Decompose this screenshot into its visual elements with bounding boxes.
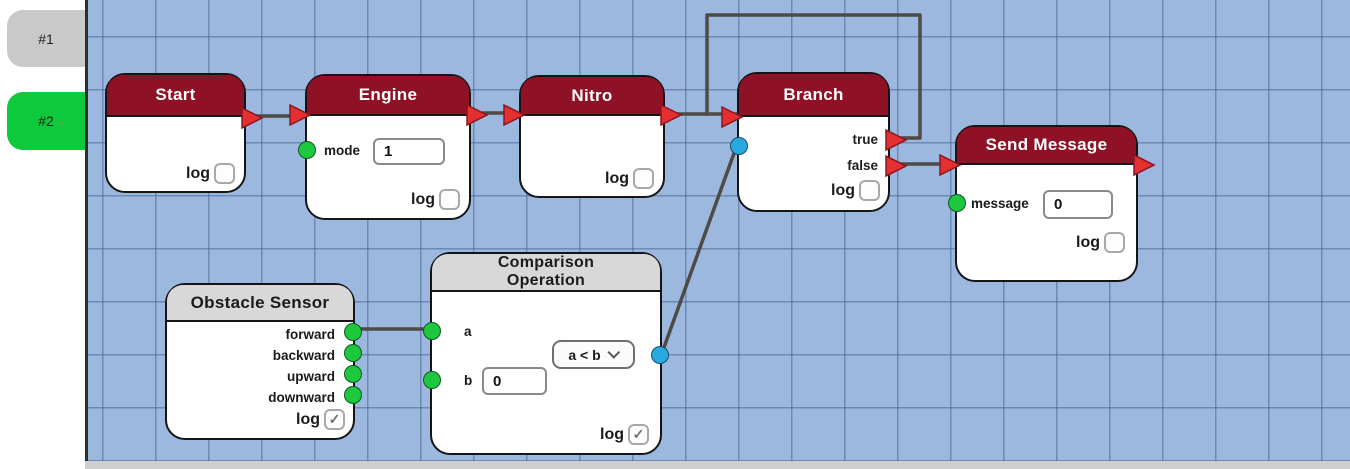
node-obstacle-sensor-title: Obstacle Sensor — [190, 292, 330, 312]
branch-true-label: true — [852, 132, 878, 147]
node-comparison-operation[interactable]: Comparison Operation a a < b b log ✓ — [423, 252, 669, 455]
node-nitro-title: Nitro — [571, 85, 613, 105]
exec-arrow-icon — [503, 103, 526, 127]
exec-arrow-icon — [939, 153, 962, 177]
send-message-message-field[interactable] — [1043, 190, 1113, 219]
node-branch-header: Branch — [739, 74, 888, 117]
send-message-message-label: message — [971, 196, 1029, 211]
node-nitro-header: Nitro — [521, 77, 663, 116]
obstacle-sensor-log-checkbox[interactable]: ✓ — [324, 409, 345, 430]
node-engine-header: Engine — [307, 76, 469, 116]
start-log-label: log — [186, 164, 210, 182]
send-message-exec-output-port[interactable] — [1132, 153, 1156, 177]
node-send-message-header: Send Message — [957, 127, 1136, 165]
engine-exec-input-port[interactable] — [288, 103, 312, 127]
node-engine-title: Engine — [358, 85, 418, 104]
engine-mode-input-port[interactable] — [298, 141, 316, 159]
obstacle-sensor-log-label: log — [296, 410, 320, 428]
exec-arrow-icon — [885, 154, 908, 178]
send-message-exec-input-port[interactable] — [938, 153, 962, 177]
branch-log-label: log — [831, 181, 855, 199]
comparison-a-label: a — [464, 324, 472, 339]
obstacle-sensor-upward-output-port[interactable] — [344, 365, 362, 383]
send-message-log-label: log — [1076, 233, 1100, 251]
engine-log-checkbox[interactable] — [439, 189, 460, 210]
send-message-message-input-port[interactable] — [948, 194, 966, 212]
comparison-operator-value: a < b — [568, 346, 601, 363]
exec-arrow-icon — [289, 103, 312, 127]
branch-false-output-port[interactable] — [884, 154, 908, 178]
exec-arrow-icon — [241, 106, 264, 130]
node-send-message[interactable]: Send Message message log — [939, 125, 1156, 282]
send-message-log-row: log — [1076, 232, 1125, 253]
comparison-b-field[interactable] — [482, 367, 547, 395]
comparison-a-input-port[interactable] — [423, 322, 441, 340]
node-engine[interactable]: Engine mode log — [289, 74, 489, 220]
branch-condition-input-port[interactable] — [730, 137, 748, 155]
branch-false-label: false — [847, 158, 878, 173]
obstacle-sensor-log-row: log ✓ — [296, 409, 345, 430]
branch-log-checkbox[interactable] — [859, 180, 880, 201]
nitro-log-label: log — [605, 169, 629, 187]
node-start-header: Start — [107, 75, 244, 117]
engine-exec-output-port[interactable] — [465, 103, 489, 127]
obstacle-sensor-downward-output-port[interactable] — [344, 386, 362, 404]
exec-arrow-icon — [1133, 153, 1156, 177]
comparison-result-output-port[interactable] — [651, 346, 669, 364]
node-send-message-title: Send Message — [985, 135, 1108, 154]
engine-mode-field[interactable] — [373, 138, 445, 165]
nitro-exec-output-port[interactable] — [659, 103, 683, 127]
nitro-log-checkbox[interactable] — [633, 168, 654, 189]
node-nitro[interactable]: Nitro log — [503, 75, 683, 198]
obstacle-sensor-upward-label: upward — [286, 369, 335, 384]
node-branch[interactable]: Branch true false log — [721, 72, 908, 212]
chevron-down-icon — [607, 346, 620, 359]
branch-log-row: log — [831, 180, 880, 201]
obstacle-sensor-forward-output-port[interactable] — [344, 323, 362, 341]
node-obstacle-sensor-header: Obstacle Sensor — [167, 285, 353, 322]
engine-mode-label: mode — [324, 143, 361, 158]
obstacle-sensor-backward-label: backward — [272, 348, 335, 363]
tab-program-1[interactable]: #1 — [7, 10, 85, 67]
obstacle-sensor-output-list: forward backward upward downward — [167, 324, 353, 408]
branch-true-output-port[interactable] — [884, 128, 908, 152]
tab-program-2-active[interactable]: #2 — [7, 92, 85, 150]
node-comparison-title-line2: Operation — [506, 272, 586, 289]
obstacle-sensor-downward-label: downward — [268, 390, 335, 405]
comparison-log-row: log ✓ — [600, 424, 649, 445]
comparison-b-label: b — [464, 373, 473, 388]
comparison-b-input-port[interactable] — [423, 371, 441, 389]
exec-arrow-icon — [466, 103, 489, 127]
comparison-log-label: log — [600, 425, 624, 443]
node-comparison-title-line1: Comparison — [497, 254, 595, 271]
node-start[interactable]: Start log — [105, 73, 264, 193]
horizontal-scrollbar-track[interactable] — [85, 461, 1350, 469]
nitro-exec-input-port[interactable] — [502, 103, 526, 127]
send-message-log-checkbox[interactable] — [1104, 232, 1125, 253]
comparison-operator-select[interactable]: a < b — [552, 340, 635, 369]
start-log-checkbox[interactable] — [214, 163, 235, 184]
engine-log-row: log — [411, 189, 460, 210]
engine-log-label: log — [411, 190, 435, 208]
obstacle-sensor-backward-output-port[interactable] — [344, 344, 362, 362]
node-comparison-operation-header: Comparison Operation — [432, 254, 660, 292]
program-tabs-sidebar: #1 #2 — [0, 0, 85, 469]
comparison-log-checkbox[interactable]: ✓ — [628, 424, 649, 445]
node-branch-title: Branch — [783, 84, 844, 104]
start-exec-output-port[interactable] — [240, 106, 264, 130]
nitro-log-row: log — [605, 168, 654, 189]
exec-arrow-icon — [660, 103, 683, 127]
exec-arrow-icon — [721, 105, 744, 129]
branch-exec-input-port[interactable] — [720, 105, 744, 129]
node-start-title: Start — [155, 85, 196, 104]
node-obstacle-sensor[interactable]: Obstacle Sensor forward backward upward … — [165, 283, 362, 440]
exec-arrow-icon — [885, 128, 908, 152]
start-log-row: log — [186, 163, 235, 184]
obstacle-sensor-forward-label: forward — [285, 327, 335, 342]
